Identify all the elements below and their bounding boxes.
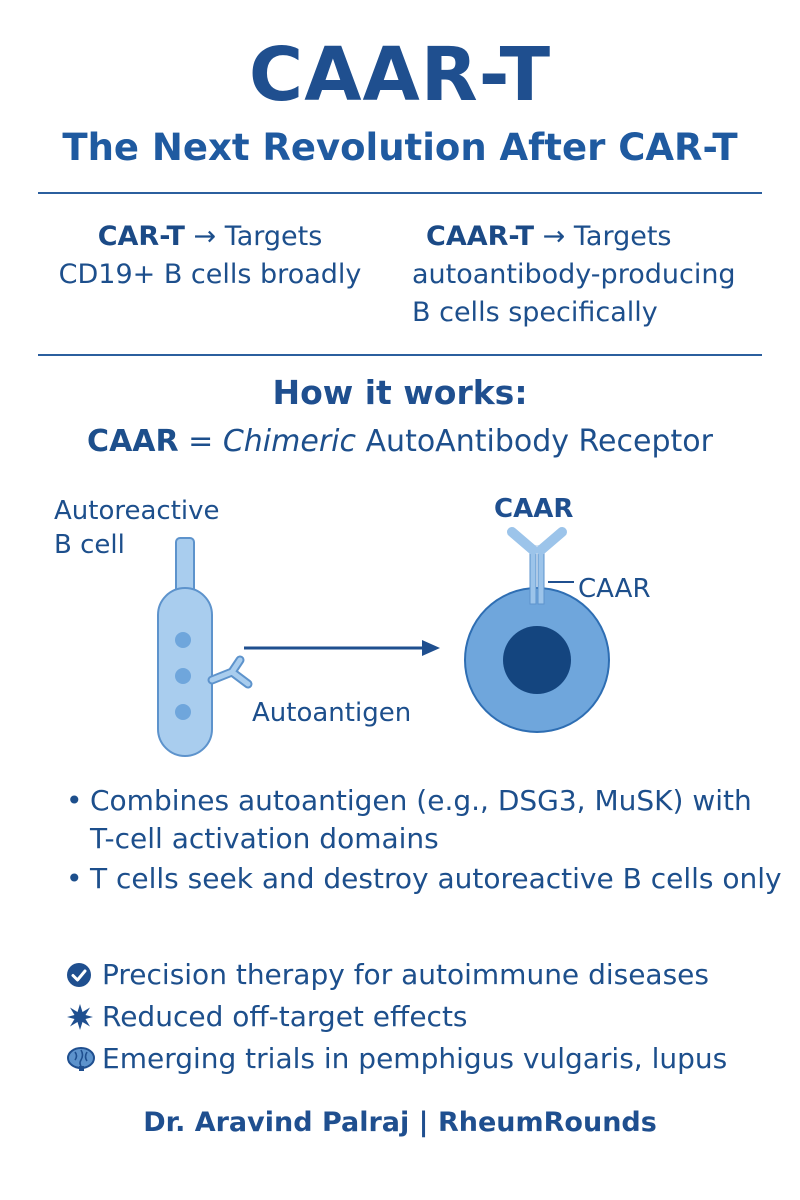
bullet-text: T cells seek and destroy autoreactive B … <box>90 862 782 895</box>
caar-t-name: CAAR-T <box>426 221 535 252</box>
divider-middle <box>38 354 762 356</box>
caar-receptor-icon <box>507 527 574 605</box>
mechanism-diagram: Autoreactive B cell Autoantigen CAAR CAA… <box>0 480 800 780</box>
car-t-target: CD19+ B cells broadly <box>58 259 362 290</box>
caar-t-heading: CAAR-T → Targets <box>412 218 782 256</box>
brain-icon <box>66 1038 102 1080</box>
t-cell-icon <box>464 587 610 733</box>
car-t-name: CAR-T <box>97 221 185 252</box>
divider-top <box>38 192 762 194</box>
caar-top-label: CAAR <box>494 494 574 524</box>
equals-sign: = <box>188 424 214 459</box>
caar-definition: CAAR = Chimeric AutoAntibody Receptor <box>0 420 800 464</box>
arrow-icon: → <box>193 221 217 252</box>
b-cell-label-line1: Autoreactive <box>54 496 220 526</box>
starburst-icon <box>66 996 102 1038</box>
list-item: • Combines autoantigen (e.g., DSG3, MuSK… <box>62 782 782 858</box>
footer-credit: Dr. Aravind Palraj | RheumRounds <box>143 1107 657 1138</box>
bullet-text: Combines autoantigen (e.g., DSG3, MuSK) … <box>90 784 752 855</box>
benefit-item: Emerging trials in pemphigus vulgaris, l… <box>66 1038 786 1080</box>
caar-acronym: CAAR <box>87 424 179 459</box>
page-title: CAAR-T <box>248 32 552 118</box>
mechanism-bullets: • Combines autoantigen (e.g., DSG3, MuSK… <box>62 782 782 900</box>
definition-rest: AutoAntibody Receptor <box>365 424 713 459</box>
arrow-right-icon <box>244 640 440 656</box>
page-subtitle: The Next Revolution After CAR-T <box>62 126 738 169</box>
autoantigen-label: Autoantigen <box>252 698 412 728</box>
benefits-list: Precision therapy for autoimmune disease… <box>66 954 786 1080</box>
diagram-graphics <box>157 527 610 757</box>
caar-t-target-line1: autoantibody-producing <box>412 259 736 290</box>
how-it-works-heading: How it works: <box>272 373 528 412</box>
caar-side-label: CAAR <box>578 574 651 604</box>
benefit-text: Precision therapy for autoimmune disease… <box>102 958 709 991</box>
bullet-dot: • <box>66 784 83 817</box>
car-t-comparison: CAR-T → Targets CD19+ B cells broadly <box>50 218 370 294</box>
b-cell-label-line2: B cell <box>54 530 125 560</box>
benefit-text: Reduced off-target effects <box>102 1000 468 1033</box>
bullet-dot: • <box>66 862 83 895</box>
check-circle-icon <box>66 954 102 996</box>
chimeric-word: Chimeric <box>222 424 356 459</box>
caar-t-comparison: CAAR-T → Targets autoantibody-producing … <box>412 218 782 332</box>
caar-t-verb: Targets <box>573 221 672 252</box>
benefit-item: Precision therapy for autoimmune disease… <box>66 954 786 996</box>
car-t-heading: CAR-T → Targets <box>50 218 370 256</box>
car-t-verb: Targets <box>224 221 323 252</box>
list-item: • T cells seek and destroy autoreactive … <box>62 860 782 898</box>
b-cell-icon <box>157 537 213 757</box>
b-cell-label: Autoreactive B cell <box>54 494 220 562</box>
caar-t-target-line2: B cells specifically <box>412 297 658 328</box>
arrow-icon: → <box>542 221 566 252</box>
autoantigen-icon <box>207 655 253 689</box>
benefit-text: Emerging trials in pemphigus vulgaris, l… <box>102 1042 728 1075</box>
benefit-item: Reduced off-target effects <box>66 996 786 1038</box>
